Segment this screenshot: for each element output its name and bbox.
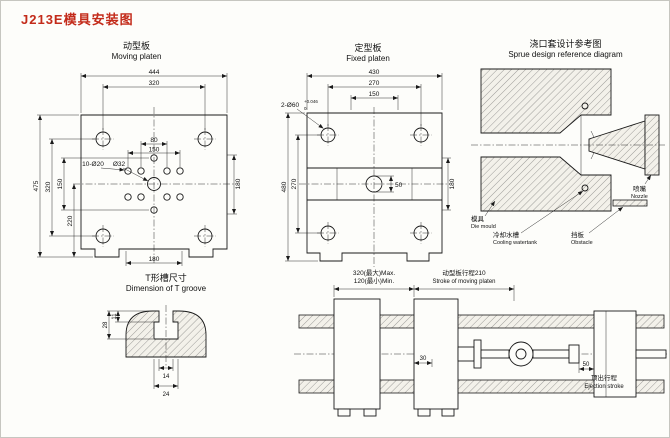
sprue-title-cn: 浇口套设计参考图 [529,39,602,49]
dim-150-top: 150 [369,91,380,98]
dim-270-top: 270 [369,80,380,87]
t-groove-title-cn: T形槽尺寸 [145,273,187,283]
center-hole [147,177,161,192]
tolerance-upper: +0.046 [304,99,318,104]
sprue-title: 浇口套设计参考图 Sprue design reference diagram [463,39,668,59]
fixed-platen-dimensions: 430 270 150 2-Ø60 +0.046 0 480 [281,69,456,262]
dim-430: 430 [369,69,380,76]
cooling-channel-bottom [581,184,589,192]
ejector-assembly [457,339,580,369]
label-obstacle-cn: 挡板 [571,230,585,239]
fixed-platen-drawing: 430 270 150 2-Ø60 +0.046 0 480 [281,69,456,268]
label-eject-en: Ejection stroke [584,384,624,390]
label-obstacle-en: Obstacle [571,240,593,246]
dim-24: 24 [163,392,170,398]
corner-holes [317,124,432,245]
sprue-labels: 喷嘴 Nozzle 模具 Die mould 冷却水槽 Cooling wate… [471,175,652,246]
dim-80: 80 [150,137,158,144]
fixed-platen-side-view [413,298,459,417]
moving-platen-title: 动型板 Moving platen [29,41,244,61]
dim-220: 220 [67,216,74,227]
t-groove-section: T形槽尺寸 Dimension of T groove 11 [101,273,231,405]
moving-platen-side-view [333,298,381,417]
label-die-height-min: 120(最小)Min. [354,276,395,285]
label-cooling-cn: 冷却水槽 [493,230,520,239]
dim-50: 50 [395,182,403,189]
dim-320-top: 320 [149,80,160,87]
plate-outline [80,114,228,258]
die-section [480,68,612,212]
label-bolt-holes: 10-Ø20 [82,161,104,168]
plate-outline [306,112,443,262]
tie-bars [298,314,665,394]
obstacle-plate [612,199,648,207]
stroke-dimensions: 320(最大)Max. 120(最小)Min. 动型板行程210 Stroke … [333,268,624,390]
fixed-platen-title-en: Fixed platen [346,53,390,63]
label-nozzle-cn: 喷嘴 [633,184,647,193]
tolerance-lower: 0 [304,106,307,111]
label-guide-holes: 2-Ø60 [281,102,299,109]
label-nozzle-en: Nozzle [631,194,648,200]
dim-320-left: 320 [45,182,52,193]
machine-end-plate [593,310,667,398]
sprue-drawing: 喷嘴 Nozzle 模具 Die mould 冷却水槽 Cooling wate… [471,68,665,246]
moving-platen-title-en: Moving platen [111,51,162,61]
label-platen-stroke-cn: 动型板行程210 [442,268,486,277]
dim-180-bottom: 180 [149,256,160,263]
stroke-section: 320(最大)Max. 120(最小)Min. 动型板行程210 Stroke … [294,263,669,433]
moving-platen-drawing: 444 320 80 150 475 320 [33,69,242,267]
cooling-channel-top [581,102,589,110]
dim-50-eject: 50 [583,362,590,368]
label-platen-stroke-en: Stroke of moving platen [432,279,495,285]
t-groove-cross-section [125,310,207,358]
label-mould-cn: 模具 [471,214,485,223]
dim-30: 30 [420,356,427,362]
dim-475: 475 [33,181,40,192]
moving-platen-title-cn: 动型板 [122,41,150,51]
dim-14: 14 [163,374,170,380]
bolt-hole-pattern [124,154,184,215]
dim-444: 444 [149,69,160,76]
stroke-drawing: 320(最大)Max. 120(最小)Min. 动型板行程210 Stroke … [294,268,669,417]
sprue-section: 浇口套设计参考图 Sprue design reference diagram [463,39,668,256]
corner-holes [92,128,216,248]
t-groove-title: T形槽尺寸 Dimension of T groove [101,273,231,293]
fixed-platen-title: 定型板 Fixed platen [279,43,457,63]
fixed-platen-title-cn: 定型板 [354,43,382,53]
moving-platen-section: 动型板 Moving platen [29,41,244,268]
dim-28: 28 [103,321,109,328]
centerlines [299,107,450,268]
dim-180-right: 180 [235,179,242,190]
dim-480: 480 [281,182,288,193]
dim-150-h: 150 [149,147,160,154]
label-mould-en: Die mould [471,224,496,230]
label-die-height-max: 320(最大)Max. [353,268,395,277]
moving-platen-dimensions: 444 320 80 150 475 320 [33,69,242,267]
dim-180-right: 180 [449,179,456,190]
page-title: J213E模具安装图 [21,12,134,27]
sprue-title-en: Sprue design reference diagram [508,49,623,59]
label-eject-cn: 顶出行程 [591,373,618,382]
fixed-platen-section: 定型板 Fixed platen [279,43,457,270]
dim-270-left: 270 [291,179,298,190]
dim-150-v: 150 [57,179,64,190]
label-center-hole: Ø32 [113,161,126,168]
t-groove-dimensions: 11 28 14 24 [103,311,179,398]
label-cooling-en: Cooling watertank [493,240,537,246]
t-groove-title-en: Dimension of T groove [125,283,207,293]
t-groove-drawing: 11 28 14 24 [103,305,207,398]
centerlines [73,107,235,264]
dim-11: 11 [112,313,118,320]
